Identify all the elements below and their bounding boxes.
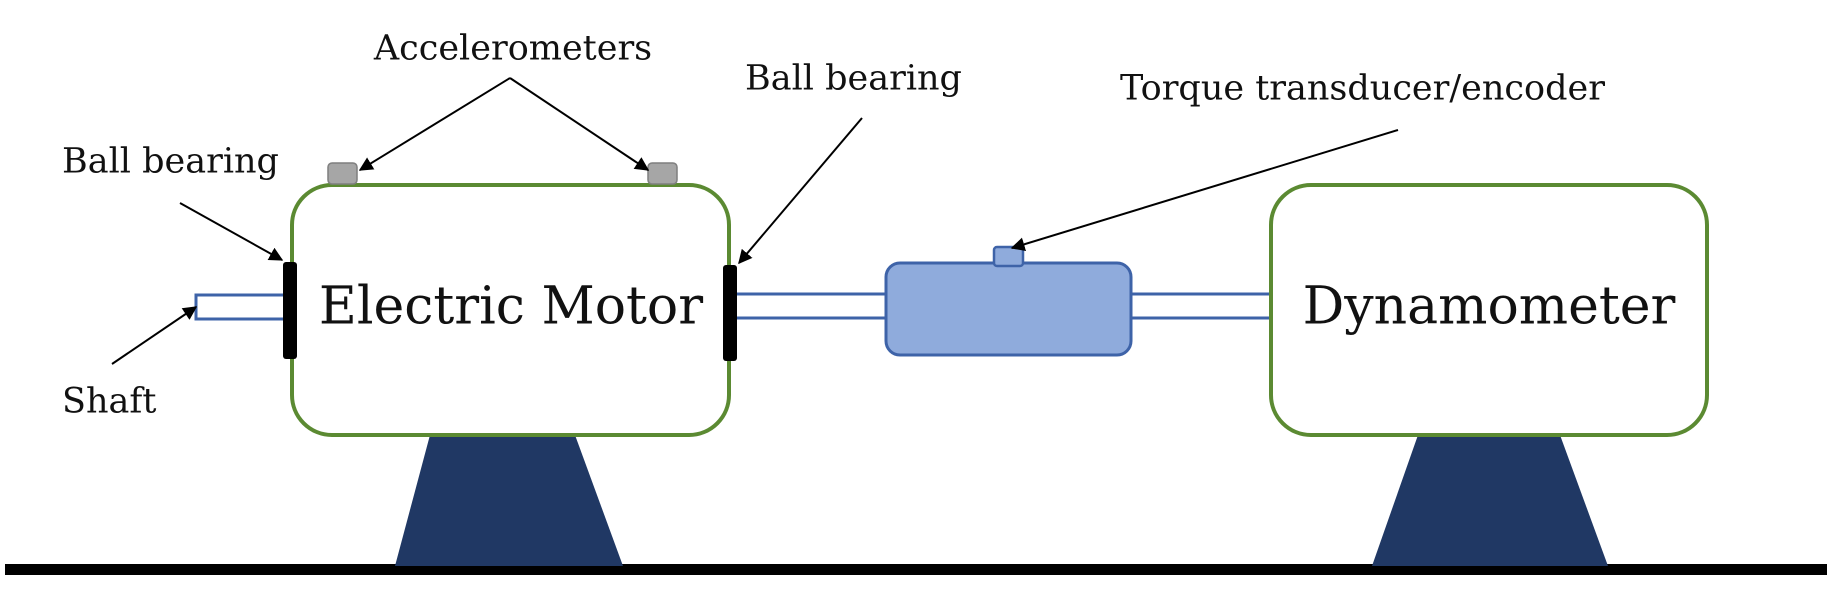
arrow-ball-bearing-left — [179, 202, 284, 261]
dynamometer-stand — [1372, 435, 1608, 566]
arrow-shaft — [111, 306, 198, 365]
electric-motor-label: Electric Motor — [319, 277, 703, 337]
shaft-left — [194, 293, 290, 321]
accelerometer-right — [647, 162, 678, 185]
ball-bearing-left — [283, 262, 297, 359]
torque-transducer-body — [884, 261, 1133, 357]
dynamometer-label: Dynamometer — [1303, 277, 1676, 337]
dynamometer-housing — [1269, 183, 1709, 437]
arrow-ball-bearing-right — [738, 117, 863, 265]
arrow-accelerometer-right — [509, 77, 650, 171]
accelerometer-left — [327, 162, 358, 185]
ball-bearing-right-label: Ball bearing — [745, 59, 962, 99]
shaft-transducer-to-dynamometer — [1126, 292, 1274, 320]
ground-line — [5, 564, 1827, 575]
arrow-accelerometer-left — [358, 77, 511, 171]
encoder-sensor — [992, 245, 1025, 268]
ball-bearing-right — [723, 265, 737, 361]
arrow-torque-transducer — [1010, 129, 1399, 252]
shaft-motor-to-transducer — [726, 292, 888, 320]
motor-stand — [395, 435, 623, 566]
torque-transducer-label: Torque transducer/encoder — [1120, 69, 1605, 109]
shaft-label: Shaft — [62, 382, 156, 422]
ball-bearing-left-label: Ball bearing — [62, 142, 279, 182]
accelerometers-label: Accelerometers — [373, 29, 652, 69]
